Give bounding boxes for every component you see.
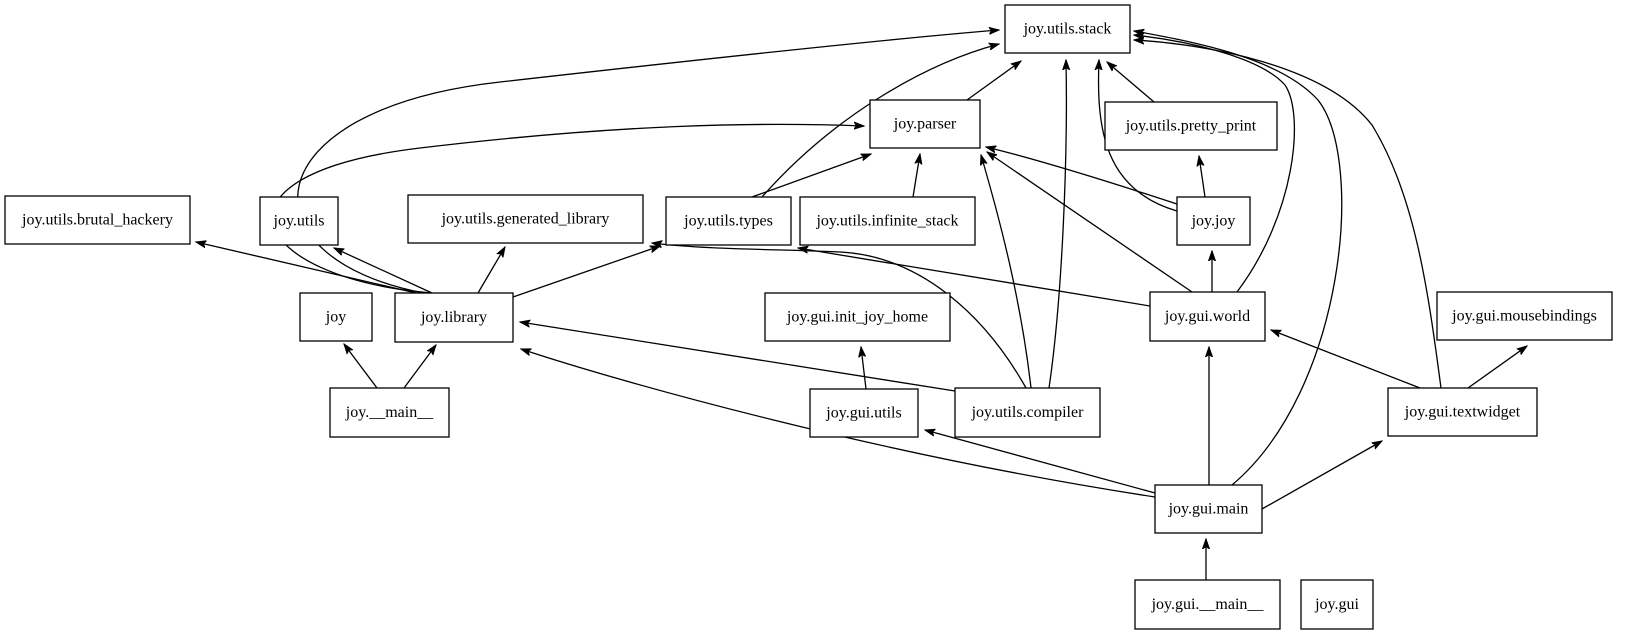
edge-joy_utils_types-to-joy_parser [751,153,871,198]
edges-layer [196,30,1527,580]
node-box-joy_parser [869,99,981,149]
node-label-joy_gui_main: joy.gui.main [1168,501,1249,518]
node-label-joy_utils_pretty_print: joy.utils.pretty_print [1125,118,1257,135]
node-joy_gui_mousebindings: joy.gui.mousebindings [1436,291,1613,341]
node-box-joy_utils [259,196,339,246]
edge-joy_gui_world-to-joy_utils_types [798,248,1151,307]
node-box-joy_utils_stack [1004,4,1131,54]
node-box-joy_gui_init_joy_home [764,292,951,342]
node-joy_utils_compiler: joy.utils.compiler [954,387,1101,438]
edge-joy_joy-to-joy_utils_stack [1099,60,1178,212]
node-box-joy_gui_textwidget [1387,387,1538,437]
edge-joy_gui_utils-to-joy_gui_init_joy_home [861,347,866,390]
edge-joy_library-to-joy_utils [334,248,433,294]
edge-joy___main__-to-joy_library [403,345,436,389]
node-label-joy_gui___main__: joy.gui.__main__ [1151,596,1265,613]
edge-joy_gui_world-to-joy_parser [987,152,1193,293]
node-box-joy_gui_utils [809,388,919,438]
node-label-joy___main__: joy.__main__ [345,404,434,421]
node-joy_utils_types: joy.utils.types [665,196,792,246]
node-label-joy_gui_init_joy_home: joy.gui.init_joy_home [786,309,928,326]
edge-joy_utils_compiler-to-joy_library [520,322,956,392]
node-box-joy [299,292,373,342]
edge-joy_library-to-joy_utils_brutal_hackery [196,242,417,294]
node-joy_gui_utils: joy.gui.utils [809,388,919,438]
node-joy_parser: joy.parser [869,99,981,149]
edge-joy_gui_main-to-joy_gui_utils [925,430,1156,494]
edge-joy_library-to-joy_utils_generated_library [477,247,505,294]
node-label-joy_utils_generated_library: joy.utils.generated_library [441,211,610,228]
node-joy_gui_init_joy_home: joy.gui.init_joy_home [764,292,951,342]
edge-joy_library-to-joy_utils_types [512,245,660,298]
node-label-joy_utils_compiler: joy.utils.compiler [971,404,1085,421]
node-label-joy_parser: joy.parser [893,116,957,133]
node-joy_utils: joy.utils [259,196,339,246]
edge-joy_gui_main-to-joy_gui_textwidget [1261,441,1382,510]
node-box-joy_utils_types [665,196,792,246]
node-box-joy_gui___main__ [1134,579,1281,630]
node-joy_gui___main__: joy.gui.__main__ [1134,579,1281,630]
node-box-joy_gui_main [1154,484,1263,534]
edge-joy_utils_compiler-to-joy_parser [981,155,1032,389]
node-joy_utils_brutal_hackery: joy.utils.brutal_hackery [4,195,191,245]
node-joy_gui_world: joy.gui.world [1149,291,1266,342]
node-joy_gui_main: joy.gui.main [1154,484,1263,534]
node-label-joy_gui_textwidget: joy.gui.textwidget [1404,404,1521,421]
node-label-joy_library: joy.library [420,309,487,326]
node-box-joy_utils_infinite_stack [799,196,976,246]
node-box-joy___main__ [329,387,450,438]
node-joy_library: joy.library [394,292,514,343]
edge-joy_utils_compiler-to-joy_utils_stack [1048,60,1066,389]
edge-joy_gui_textwidget-to-joy_utils_stack [1134,40,1442,389]
node-joy_utils_generated_library: joy.utils.generated_library [407,194,644,244]
node-label-joy_utils: joy.utils [273,213,325,230]
node-label-joy_gui_mousebindings: joy.gui.mousebindings [1451,308,1597,325]
edge-joy_library-to-joy_parser [271,124,864,294]
node-label-joy: joy [325,309,346,326]
node-label-joy_joy: joy.joy [1191,213,1236,230]
edge-joy_utils_compiler-to-joy_utils_generated_library [652,243,1027,389]
edge-joy_utils_infinite_stack-to-joy_parser [912,154,920,198]
node-box-joy_joy [1176,196,1251,246]
node-joy_gui_textwidget: joy.gui.textwidget [1387,387,1538,437]
node-joy_utils_pretty_print: joy.utils.pretty_print [1104,101,1278,151]
node-box-joy_utils_compiler [954,387,1101,438]
node-label-joy_gui_utils: joy.gui.utils [825,405,901,422]
edge-joy___main__-to-joy [344,344,378,389]
node-box-joy_utils_brutal_hackery [4,195,191,245]
node-joy___main__: joy.__main__ [329,387,450,438]
node-joy_utils_infinite_stack: joy.utils.infinite_stack [799,196,976,246]
node-label-joy_utils_stack: joy.utils.stack [1023,21,1112,38]
node-label-joy_utils_infinite_stack: joy.utils.infinite_stack [815,213,958,230]
node-box-joy_gui_mousebindings [1436,291,1613,341]
node-box-joy_gui_world [1149,291,1266,342]
node-joy_joy: joy.joy [1176,196,1251,246]
edge-joy_joy-to-joy_parser [986,147,1178,205]
node-joy_utils_stack: joy.utils.stack [1004,4,1131,54]
edge-joy_library-to-joy_utils_stack [297,30,999,294]
edge-joy_gui_world-to-joy_utils_stack [1134,35,1296,293]
nodes-layer: joy.utils.stack joy.parser joy.utils.prett… [4,4,1613,630]
node-label-joy_gui_world: joy.gui.world [1164,308,1250,325]
node-box-joy_library [394,292,514,343]
node-label-joy_utils_types: joy.utils.types [683,213,773,230]
node-joy_gui: joy.gui [1300,579,1374,630]
node-label-joy_gui: joy.gui [1314,596,1359,613]
edge-joy_gui_textwidget-to-joy_gui_mousebindings [1467,346,1527,389]
edge-joy_utils_pretty_print-to-joy_utils_stack [1107,62,1155,103]
node-joy: joy [299,292,373,342]
node-box-joy_utils_pretty_print [1104,101,1278,151]
node-label-joy_utils_brutal_hackery: joy.utils.brutal_hackery [21,212,173,229]
edge-joy_gui_main-to-joy_utils_stack [1134,31,1343,486]
edge-joy_joy-to-joy_utils_pretty_print [1199,156,1206,198]
node-box-joy_gui [1300,579,1374,630]
node-box-joy_utils_generated_library [407,194,644,244]
edge-joy_gui_textwidget-to-joy_gui_world [1271,329,1421,389]
edge-joy_parser-to-joy_utils_stack [966,61,1021,101]
edge-joy_gui_main-to-joy_library [521,349,1156,498]
